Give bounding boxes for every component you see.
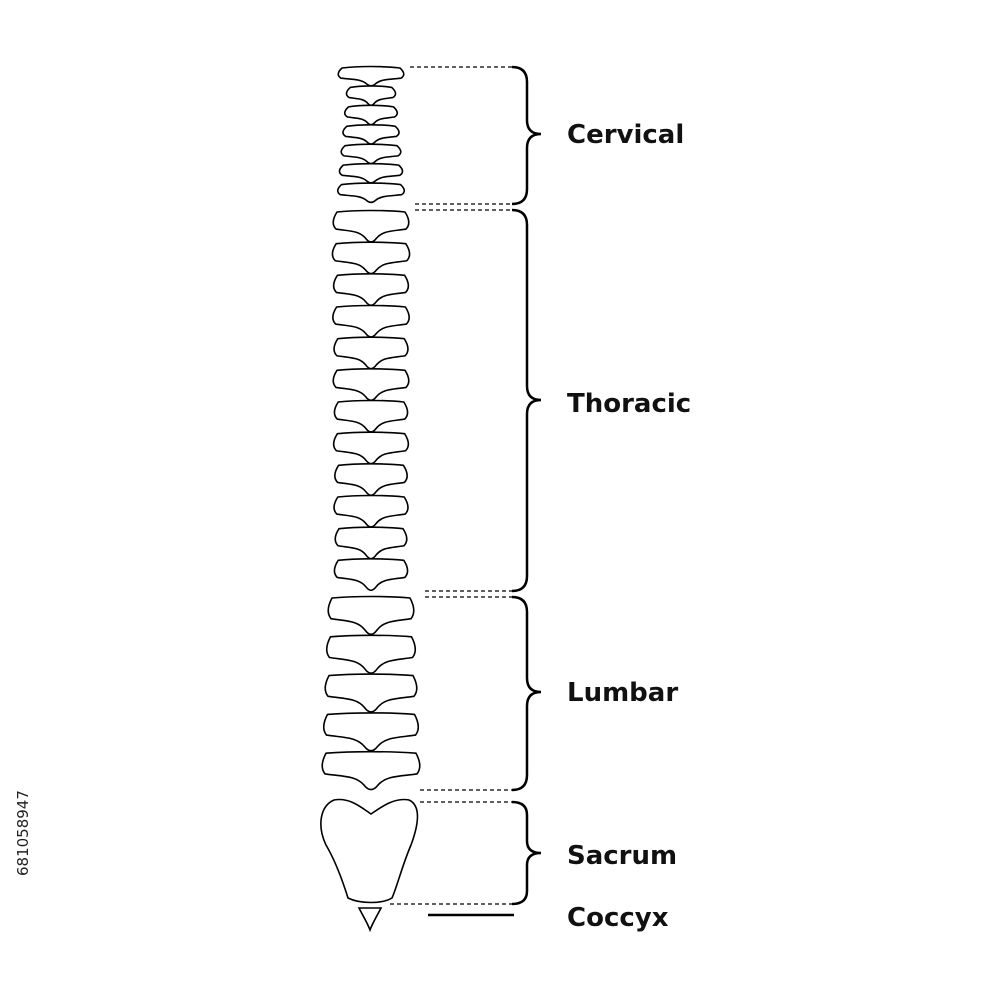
lumbar-vertebra xyxy=(325,634,417,674)
coccyx-label: Coccyx xyxy=(567,903,669,933)
stock-id-watermark: 681058947 xyxy=(14,790,32,876)
sacrum-label: Sacrum xyxy=(567,841,678,871)
thoracic-vertebra xyxy=(332,304,410,338)
coccyx-shape xyxy=(357,907,383,933)
cervical-label: Cervical xyxy=(567,120,685,150)
thoracic-vertebra xyxy=(332,209,410,243)
cervical-vertebra xyxy=(338,162,404,184)
cervical-vertebra xyxy=(342,123,400,145)
lumbar-brace xyxy=(511,595,542,792)
thoracic-vertebra xyxy=(333,336,409,370)
lumbar-vertebra xyxy=(324,673,418,713)
sacrum-brace xyxy=(511,800,542,906)
cervical-vertebra xyxy=(345,85,397,107)
sacrum-coccyx-group xyxy=(320,798,419,933)
cervical-vertebra xyxy=(343,104,399,126)
sacrum-shape xyxy=(320,798,419,904)
cervical-vertebra xyxy=(337,65,405,87)
thoracic-vertebra xyxy=(332,368,410,402)
thoracic-vertebra xyxy=(333,399,409,433)
cervical-vertebra xyxy=(336,182,406,204)
thoracic-label: Thoracic xyxy=(567,389,692,419)
thoracic-vertebra xyxy=(333,494,409,528)
lumbar-vertebra xyxy=(321,750,421,791)
cervical-vertebra xyxy=(340,143,402,165)
lumbar-label: Lumbar xyxy=(567,678,679,708)
vertebral-column xyxy=(321,65,421,791)
thoracic-vertebra xyxy=(334,526,408,560)
thoracic-vertebra xyxy=(333,558,409,592)
thoracic-vertebra xyxy=(334,463,408,497)
thoracic-vertebra xyxy=(331,241,411,275)
thoracic-brace xyxy=(511,208,542,593)
lumbar-vertebra xyxy=(327,595,415,636)
lumbar-vertebra xyxy=(322,712,420,752)
thoracic-vertebra xyxy=(332,273,410,307)
thoracic-vertebra xyxy=(332,431,410,465)
cervical-brace xyxy=(511,65,542,206)
region-guides xyxy=(390,65,542,917)
